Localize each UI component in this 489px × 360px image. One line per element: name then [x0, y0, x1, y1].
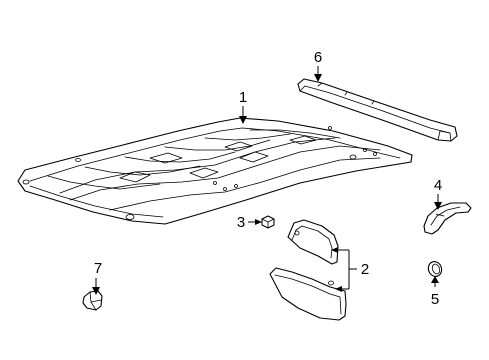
callout-7: 7 [94, 260, 102, 277]
bracket-part-7 [82, 290, 103, 311]
callout-2: 2 [361, 261, 369, 278]
console-part-6 [297, 78, 458, 142]
headliner-part-1 [17, 117, 413, 225]
clip-part-3 [261, 215, 275, 229]
leader-line-1 [239, 106, 247, 124]
callout-6: 6 [314, 49, 322, 66]
callout-5: 5 [431, 291, 439, 308]
leader-line-6 [314, 66, 322, 82]
leader-line-2 [331, 247, 357, 292]
assist-handle-part-4 [423, 202, 472, 235]
leader-line-3 [248, 219, 262, 225]
leader-line-4 [434, 194, 442, 210]
sun-visor-lower-part-2 [269, 267, 347, 321]
plug-part-5 [427, 261, 443, 277]
sun-visor-upper-part-2 [287, 219, 339, 265]
leader-line-7 [92, 278, 100, 295]
leader-line-5 [431, 276, 439, 287]
callout-1: 1 [239, 89, 247, 106]
callout-4: 4 [434, 177, 442, 194]
callout-3: 3 [237, 214, 245, 231]
